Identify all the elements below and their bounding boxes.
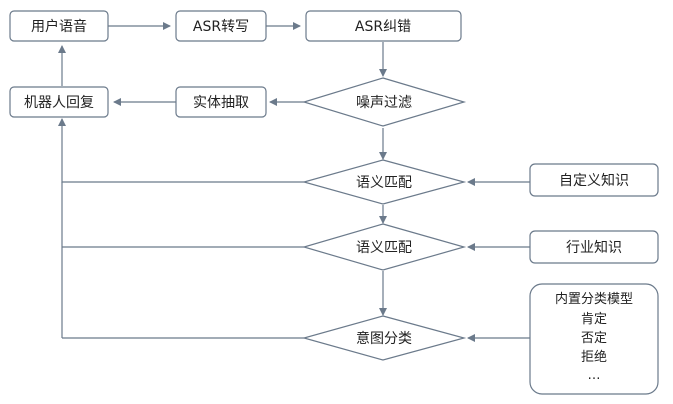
node-semantic-match-2: 语义匹配 bbox=[301, 223, 467, 271]
node-industry-knowledge-label: 行业知识 bbox=[566, 239, 622, 256]
node-industry-knowledge: 行业知识 bbox=[529, 230, 659, 264]
node-robot-reply: 机器人回复 bbox=[9, 86, 109, 118]
node-intent-classify: 意图分类 bbox=[301, 315, 467, 361]
node-robot-reply-label: 机器人回复 bbox=[24, 94, 94, 111]
node-semantic-match-1: 语义匹配 bbox=[301, 159, 467, 205]
builtin-models-item: 肯定 bbox=[581, 312, 607, 327]
node-noise-filter-label: 噪声过滤 bbox=[356, 95, 412, 111]
node-asr-correct: ASR纠错 bbox=[305, 10, 462, 42]
builtin-models-item: 拒绝 bbox=[581, 349, 607, 365]
node-user-speech-label: 用户语音 bbox=[31, 18, 87, 35]
builtin-models-item: … bbox=[588, 368, 601, 383]
node-noise-filter: 噪声过滤 bbox=[301, 77, 467, 127]
builtin-models-title: 内置分类模型 bbox=[555, 291, 633, 307]
edges bbox=[58, 22, 530, 342]
node-builtin-models: 内置分类模型 肯定 否定 拒绝 … bbox=[529, 283, 659, 395]
node-entity-extract: 实体抽取 bbox=[175, 86, 267, 118]
node-asr-correct-label: ASR纠错 bbox=[355, 19, 411, 35]
node-custom-knowledge-label: 自定义知识 bbox=[559, 172, 629, 189]
node-asr-transcribe-label: ASR转写 bbox=[193, 19, 249, 35]
node-custom-knowledge: 自定义知识 bbox=[529, 163, 659, 197]
node-semantic-match-2-label: 语义匹配 bbox=[356, 240, 412, 256]
node-asr-transcribe: ASR转写 bbox=[175, 10, 267, 42]
node-semantic-match-1-label: 语义匹配 bbox=[356, 175, 412, 191]
node-entity-extract-label: 实体抽取 bbox=[193, 95, 249, 111]
node-user-speech: 用户语音 bbox=[9, 10, 109, 42]
builtin-models-item: 否定 bbox=[581, 331, 607, 346]
node-intent-classify-label: 意图分类 bbox=[356, 330, 412, 347]
edge-match1-to-reply bbox=[58, 118, 304, 183]
